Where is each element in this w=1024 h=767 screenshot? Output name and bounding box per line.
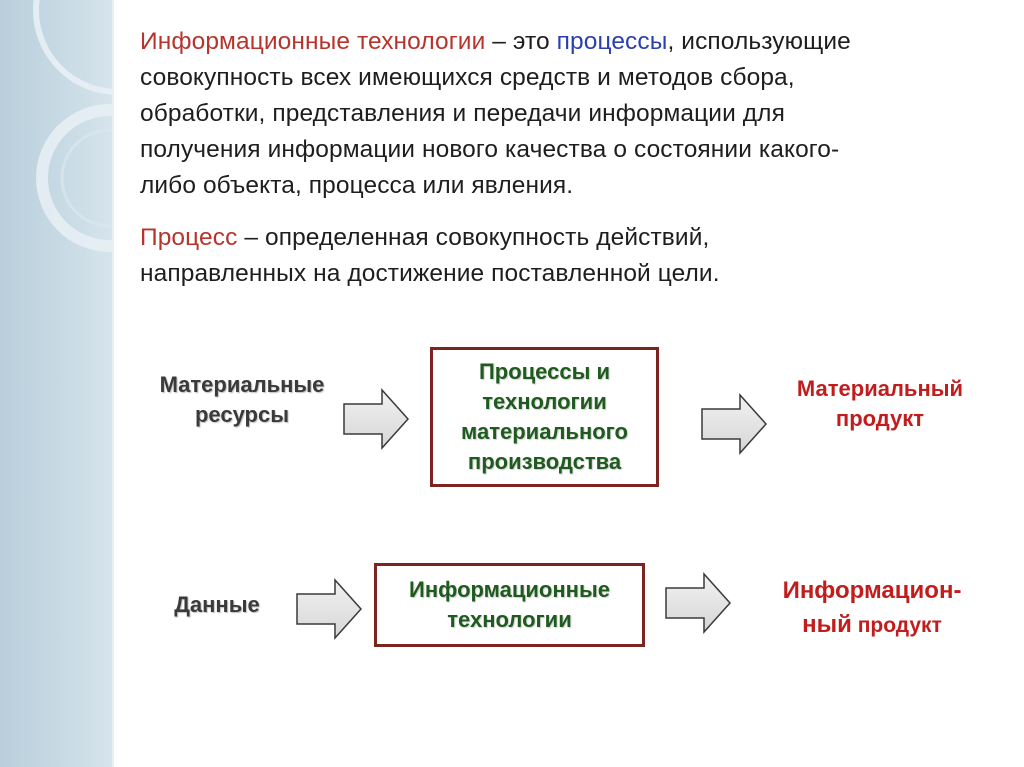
material-product-line2: продукт [835,406,925,431]
material-product-label: Материальный продукт [768,374,992,434]
term-processes: процессы [556,28,668,55]
definition-text-4: получения информации нового качества о с… [140,136,840,163]
arrow-right-icon [343,388,410,450]
information-product-label: Информацион- ный продукт [752,574,992,643]
material-production-line1: Процессы и [478,359,611,384]
material-resources-line2: ресурсы [194,402,290,427]
information-technologies-line1: Информационные [409,577,610,602]
arrow-right-icon [701,393,768,455]
information-product-line2a: ный [802,611,852,638]
process-definition-text-1: – определенная совокупность действий, [237,224,710,251]
definition-text-3: обработки, представления и передачи инфо… [140,100,785,127]
material-production-text: Процессы и технологии материального прои… [461,357,628,477]
information-product-line1: Информацион- [782,577,962,604]
material-production-line4: производства [467,449,622,474]
material-resources-label: Материальные ресурсы [132,370,352,430]
process-definition-text-2: направленных на достижение поставленной … [140,260,720,287]
definition-dash: – это [485,28,557,55]
arrow-right-icon [665,572,732,634]
material-production-line3: материального [461,419,628,444]
decorative-sidebar [0,0,112,767]
material-resources-line1: Материальные [159,372,325,397]
definition-text-2: совокупность всех имеющихся средств и ме… [140,64,795,91]
definition-text-1: , использующие [667,28,851,55]
definition-text-5: либо объекта, процесса или явления. [140,172,574,199]
arrow-right-icon [296,578,363,640]
definition-paragraph: Информационные технологии – это процессы… [140,24,980,204]
data-label: Данные [174,592,260,617]
sidebar-divider [112,0,114,767]
material-product-line1: Материальный [796,376,964,401]
term-process: Процесс [140,224,238,251]
decorative-circles-icon [33,0,112,252]
process-definition-paragraph: Процесс – определенная совокупность дейс… [140,220,980,292]
information-technologies-line2: технологии [447,607,572,632]
information-technologies-text: Информационные технологии [409,575,610,635]
material-production-box: Процессы и технологии материального прои… [430,347,659,487]
information-technologies-box: Информационные технологии [374,563,645,647]
information-product-line2b: продукт [851,614,942,637]
material-production-line2: технологии [482,389,607,414]
term-information-technologies: Информационные технологии [140,28,486,55]
